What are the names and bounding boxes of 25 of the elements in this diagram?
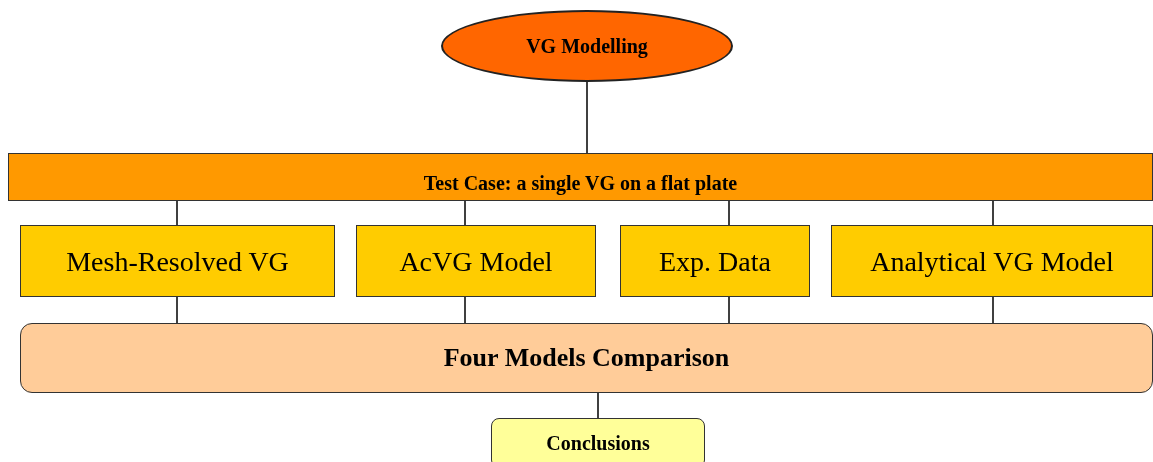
process-box	[831, 225, 1153, 297]
process-box	[20, 225, 335, 297]
node-label: Conclusions	[546, 431, 650, 456]
connector-line	[176, 200, 178, 226]
banner-box	[8, 153, 1153, 201]
node-label: AcVG Model	[399, 244, 553, 279]
connector-line	[176, 296, 178, 324]
node-label: Exp. Data	[659, 244, 771, 279]
node-label: Mesh-Resolved VG	[66, 244, 289, 279]
comparison-box	[20, 323, 1153, 393]
connector-line	[597, 392, 599, 419]
node-label: Test Case: a single VG on a flat plate	[423, 171, 738, 196]
node-label: VG Modelling	[526, 33, 648, 59]
connector-line	[728, 200, 730, 226]
connector-line	[586, 81, 588, 154]
connector-line	[992, 200, 994, 226]
conclusion-box	[491, 418, 705, 462]
node-label: Four Models Comparison	[443, 341, 730, 374]
connector-line	[464, 200, 466, 226]
connector-line	[728, 296, 730, 324]
connector-line	[992, 296, 994, 324]
process-box	[620, 225, 810, 297]
connector-line	[464, 296, 466, 324]
node-label: Analytical VG Model	[870, 244, 1114, 279]
process-box	[356, 225, 596, 297]
